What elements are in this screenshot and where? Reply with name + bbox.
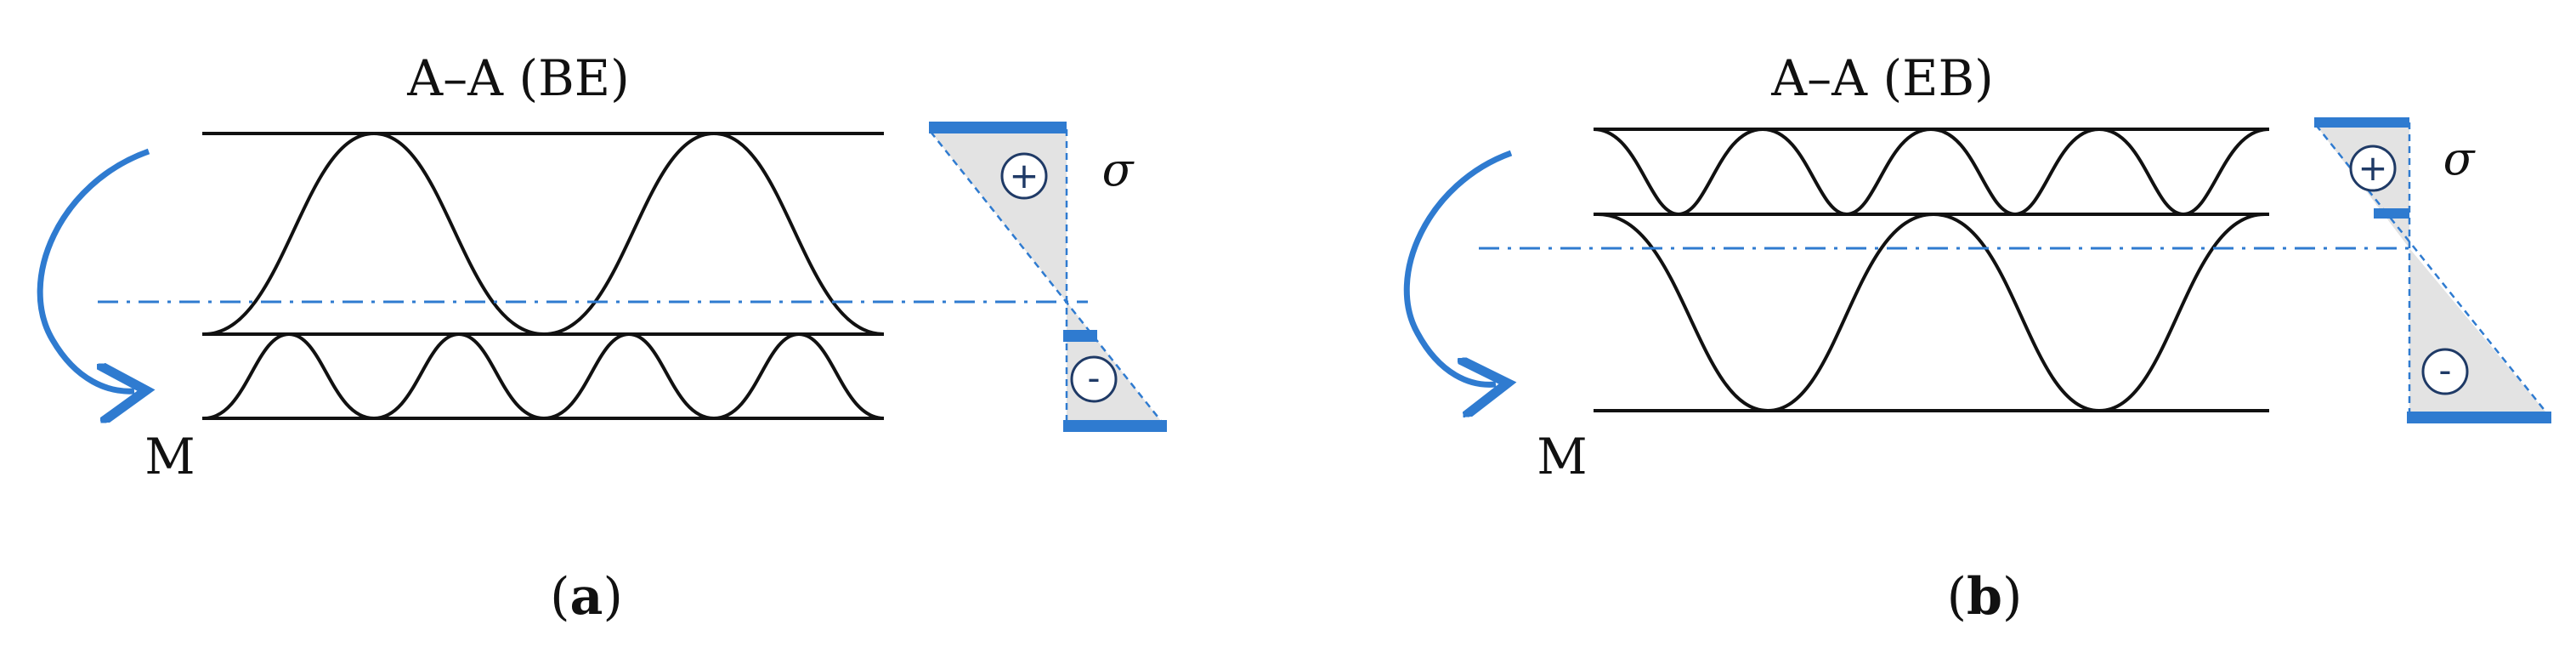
panel-b-negative-sign: - [2438, 349, 2451, 391]
panel-a-top-stress-bar [929, 122, 1067, 133]
panel-b-negative-symbol [2421, 348, 2469, 395]
panel-a-negative-sign: - [1087, 357, 1100, 399]
panel-a-moment-label: M [144, 428, 195, 485]
panel-b-moment-arrow [1403, 150, 1511, 384]
panel-a-caption: (a) [550, 567, 623, 627]
panel-a-title: A–A (BE) [406, 49, 629, 107]
panel-b-bottom-stress-bar [2407, 412, 2551, 423]
panel-b-caption: (b) [1947, 567, 2023, 627]
panel-a-positive-symbol [1000, 152, 1048, 200]
panel-a-stress-label: σ [1102, 143, 1135, 196]
panel-b-mid-stress-bar [2374, 208, 2409, 219]
panel-a-stress-diagram: + - [929, 122, 1167, 432]
panel-a-negative-symbol [1070, 355, 1118, 403]
panel-b-positive-symbol [2349, 145, 2397, 192]
panel-b-stress-label: σ [2443, 132, 2477, 185]
panel-a-upper-flute [203, 131, 885, 337]
panel-a-positive-sign: + [1009, 155, 1039, 196]
panel-b-upper-flute [1593, 127, 2270, 217]
panel-a-mid-stress-bar [1063, 330, 1097, 342]
panel-b-title: A–A (EB) [1770, 49, 1993, 107]
panel-b-top-stress-bar [2314, 117, 2409, 128]
panel-a: A–A (BE) M + - σ (a) [37, 49, 1167, 627]
panel-a-moment-arrow [37, 148, 149, 391]
panel-b-moment-label: M [1537, 428, 1587, 485]
panel-a-lower-flute [203, 332, 885, 421]
panel-b-lower-flute [1597, 212, 2266, 413]
panel-b-positive-sign: + [2358, 147, 2387, 189]
panel-a-bottom-stress-bar [1063, 420, 1167, 432]
panel-b: A–A (EB) M + - σ (b) [1403, 49, 2551, 627]
panel-b-stress-diagram: + - [2314, 117, 2551, 423]
